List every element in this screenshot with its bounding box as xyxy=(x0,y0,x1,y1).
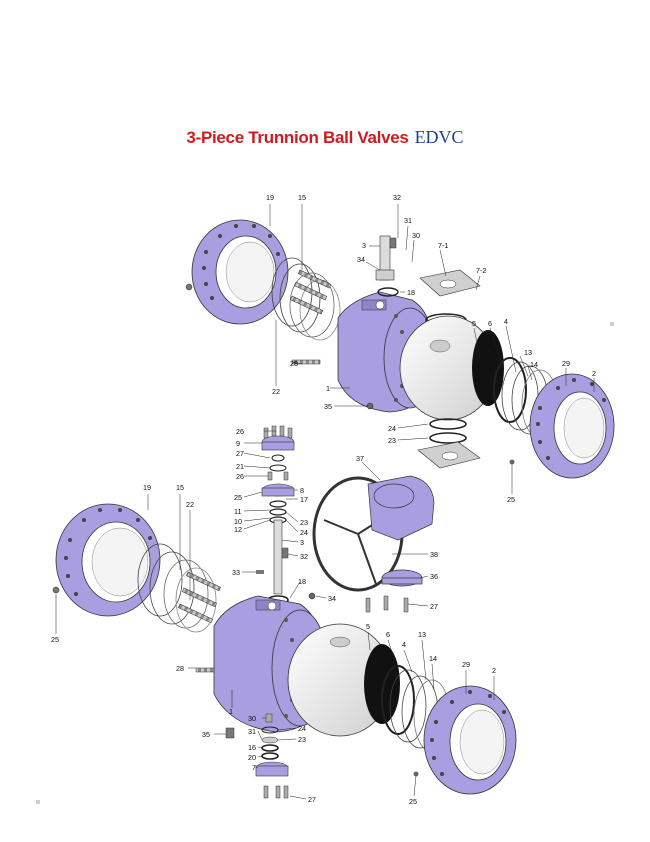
upper-left-flange xyxy=(185,219,289,325)
callout-u2: 2 xyxy=(592,369,596,378)
callout-l27a: 27 xyxy=(236,449,244,458)
callout-l12: 12 xyxy=(234,525,242,534)
lower-gear-operator xyxy=(312,475,435,613)
callout-l16: 16 xyxy=(248,743,256,752)
diagram-title: 3-Piece Trunnion Ball Valves EDVC xyxy=(0,127,650,148)
callout-l5: 5 xyxy=(366,622,370,631)
upper-bottom-plate xyxy=(417,418,481,469)
callout-l38: 38 xyxy=(430,550,438,559)
callout-u24: 24 xyxy=(388,424,396,433)
callout-u23: 23 xyxy=(388,436,396,445)
callout-l28: 28 xyxy=(176,664,184,673)
callout-u7-2: 7-2 xyxy=(476,266,486,275)
callout-l17: 17 xyxy=(300,495,308,504)
callout-u25: 25 xyxy=(507,495,515,504)
callout-l24b: 24 xyxy=(298,724,306,733)
callout-l36: 36 xyxy=(430,572,438,581)
lower-studs xyxy=(177,571,227,673)
callout-l30: 30 xyxy=(248,714,256,723)
callout-u4: 4 xyxy=(504,317,508,326)
title-main: 3-Piece Trunnion Ball Valves xyxy=(186,128,409,147)
callout-u5: 5 xyxy=(472,319,476,328)
callout-l19: 19 xyxy=(143,483,151,492)
callout-l31: 31 xyxy=(248,727,256,736)
callout-l27c: 27 xyxy=(308,795,316,804)
callout-u34: 34 xyxy=(357,255,365,264)
scan-mark-left xyxy=(36,800,40,804)
callout-l26a: 26 xyxy=(236,427,244,436)
callout-l7: 7 xyxy=(252,763,256,772)
callout-l14: 14 xyxy=(429,654,437,663)
callout-l25c: 25 xyxy=(409,797,417,806)
lower-left-flange xyxy=(52,503,161,617)
upper-ball xyxy=(399,315,504,421)
upper-assembly xyxy=(185,219,615,479)
callout-u32: 32 xyxy=(393,193,401,202)
callout-l9: 9 xyxy=(236,439,240,448)
callout-l21: 21 xyxy=(236,462,244,471)
lower-callouts: 26 9 27 21 26 25 8 17 11 10 12 23 24 3 3… xyxy=(51,427,496,806)
callout-l3: 3 xyxy=(300,538,304,547)
callout-u22: 22 xyxy=(272,387,280,396)
callout-u1: 1 xyxy=(326,384,330,393)
callout-l11: 11 xyxy=(234,507,241,516)
callout-l37: 37 xyxy=(356,454,364,463)
lower-stem-stack xyxy=(256,425,316,605)
callout-u14: 14 xyxy=(530,360,538,369)
callout-l24a: 24 xyxy=(300,528,308,537)
leader-lines xyxy=(55,204,595,800)
callout-l2: 2 xyxy=(492,666,496,675)
callout-l23a: 23 xyxy=(300,518,308,527)
callout-l18: 18 xyxy=(298,577,306,586)
lower-right-flange xyxy=(413,685,517,795)
callout-l20: 20 xyxy=(248,753,256,762)
callout-l13: 13 xyxy=(418,630,426,639)
callout-u7-1: 7-1 xyxy=(438,241,448,250)
callout-l26b: 26 xyxy=(236,472,244,481)
callout-l10: 10 xyxy=(234,517,242,526)
callout-u31: 31 xyxy=(404,216,412,225)
scan-mark-right xyxy=(610,322,614,326)
callout-u13: 13 xyxy=(524,348,532,357)
upper-stem xyxy=(375,235,399,297)
callout-u19: 19 xyxy=(266,193,274,202)
callout-l15: 15 xyxy=(176,483,184,492)
upper-callouts: 19 15 32 31 30 3 7-1 34 7-2 18 5 6 4 13 … xyxy=(266,193,596,504)
callout-l4: 4 xyxy=(402,640,406,649)
callout-u18: 18 xyxy=(407,288,415,297)
lower-assembly xyxy=(52,425,517,799)
callout-l25a: 25 xyxy=(234,493,242,502)
callout-l29: 29 xyxy=(462,660,470,669)
callout-l32: 32 xyxy=(300,552,308,561)
callout-l1: 1 xyxy=(229,707,233,716)
callout-l6: 6 xyxy=(386,630,390,639)
callout-l8: 8 xyxy=(300,486,304,495)
callout-l33: 33 xyxy=(232,568,240,577)
callout-u30: 30 xyxy=(412,231,420,240)
callout-u6: 6 xyxy=(488,319,492,328)
callout-u35: 35 xyxy=(324,402,332,411)
upper-right-flange xyxy=(529,373,615,479)
title-brand: EDVC xyxy=(414,127,464,147)
callout-l23b: 23 xyxy=(298,735,306,744)
callout-u29: 29 xyxy=(562,359,570,368)
callout-l25b: 25 xyxy=(51,635,59,644)
callout-l35: 35 xyxy=(202,730,210,739)
callout-u15: 15 xyxy=(298,193,306,202)
callout-u28: 28 xyxy=(290,359,298,368)
callout-l22: 22 xyxy=(186,500,194,509)
callout-l27b: 27 xyxy=(430,602,438,611)
upper-studs xyxy=(289,269,332,365)
callout-u3: 3 xyxy=(362,241,366,250)
lower-ball xyxy=(287,623,400,737)
lower-left-seals xyxy=(137,543,217,633)
callout-l34: 34 xyxy=(328,594,336,603)
